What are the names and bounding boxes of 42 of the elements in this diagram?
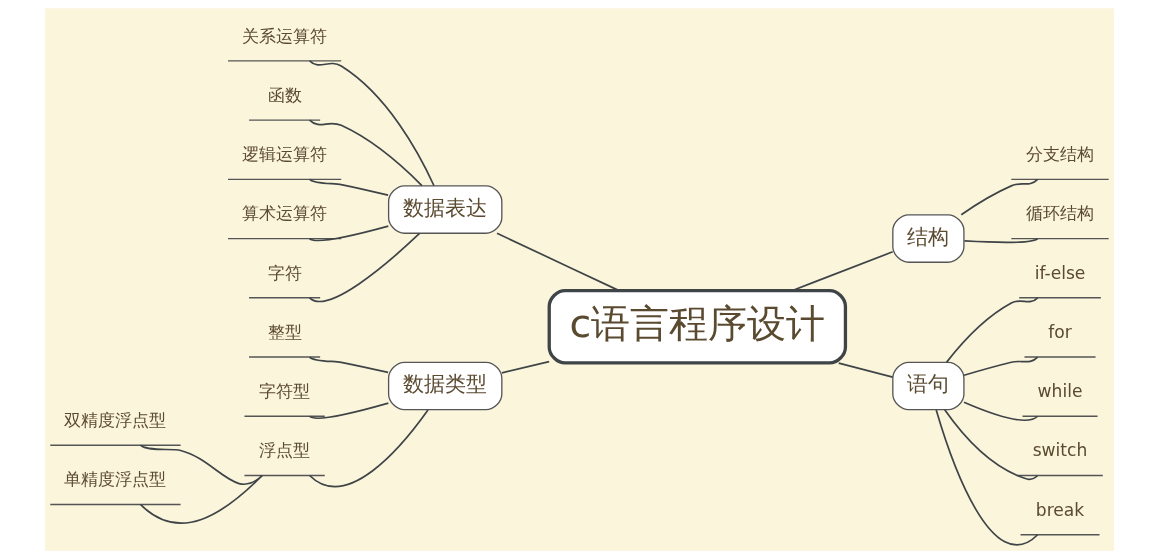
connector <box>501 360 550 374</box>
node-text: 函数 <box>267 84 302 105</box>
connector <box>308 119 423 187</box>
connector <box>837 362 894 378</box>
node-text: 分支结构 <box>1026 144 1095 165</box>
connector <box>960 178 1039 216</box>
connector <box>308 59 435 187</box>
node-text: 算术运算符 <box>242 203 328 224</box>
connector <box>496 232 620 292</box>
node-box: 数据表达 <box>387 185 503 234</box>
connector <box>308 409 429 488</box>
node-text: 整型 <box>267 321 302 342</box>
connector <box>139 474 264 525</box>
node-text: 关系运算符 <box>242 25 328 46</box>
node-text: if-else <box>1034 262 1086 283</box>
connector <box>963 356 1039 377</box>
node-text: 浮点型 <box>259 440 311 461</box>
connector <box>945 296 1039 363</box>
connector <box>963 401 1039 421</box>
node-text: 双精度浮点型 <box>64 410 167 431</box>
connector <box>308 232 421 303</box>
node-text: break <box>1035 499 1085 520</box>
node-box: 语句 <box>892 361 965 411</box>
connector <box>308 356 389 374</box>
connector <box>943 409 1039 481</box>
connector <box>963 237 1039 244</box>
node-box: 数据类型 <box>387 361 503 411</box>
node-text: for <box>1048 321 1072 342</box>
node-box: 结构 <box>892 214 965 263</box>
node-text: while <box>1037 381 1083 402</box>
node-text: 单精度浮点型 <box>64 469 167 490</box>
node-text: switch <box>1032 440 1088 461</box>
node-text: 字符 <box>267 262 302 283</box>
node-text: 逻辑运算符 <box>242 144 328 165</box>
connector <box>308 178 389 197</box>
connector <box>935 409 1039 546</box>
connector <box>308 402 390 419</box>
connector <box>308 225 390 242</box>
node-text: 循环结构 <box>1026 203 1095 224</box>
node-box: c语言程序设计 <box>547 288 848 365</box>
connector <box>791 250 894 292</box>
node-text: 字符型 <box>259 381 311 402</box>
